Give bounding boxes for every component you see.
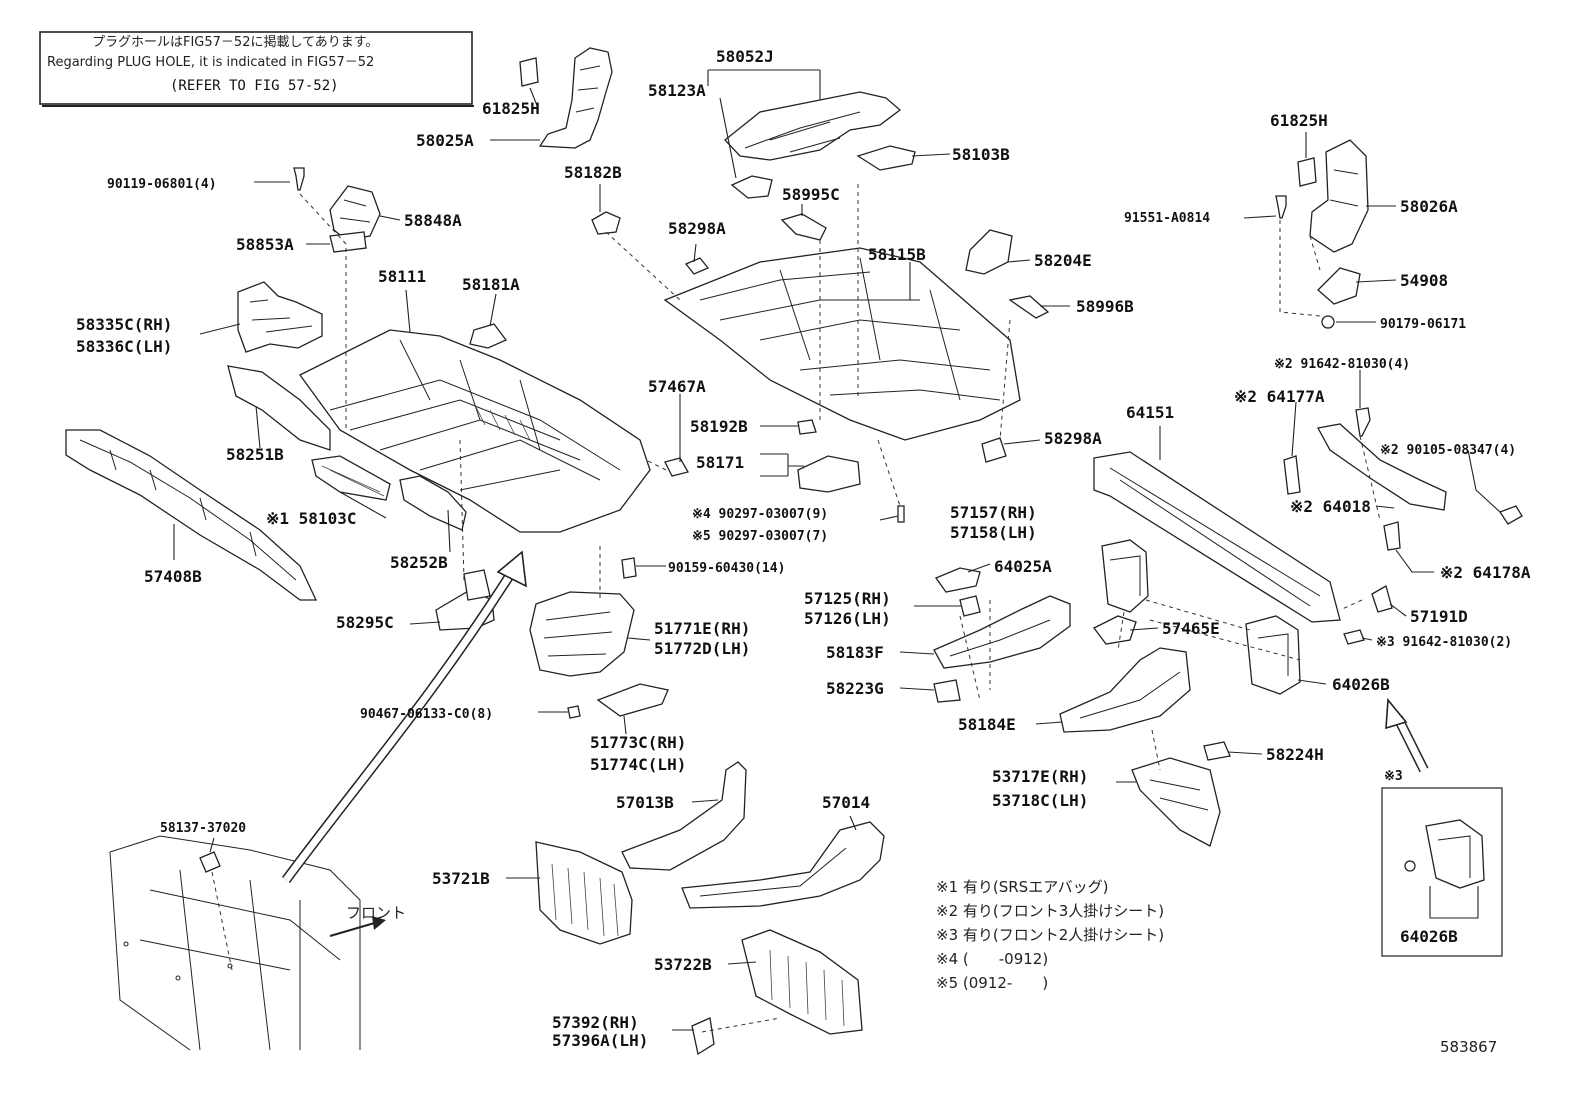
label-57392-rh: 57392(RH) [552,1013,639,1032]
label-58123A: 58123A [648,81,706,100]
label-58996B: 58996B [1076,297,1134,316]
label-53722B: 53722B [654,955,712,974]
label-57125-rh: 57125(RH) [804,589,891,608]
label-58298A-bottom: 58298A [1044,429,1102,448]
label-58181A: 58181A [462,275,520,294]
label-58336C-lh: 58336C(LH) [76,337,172,356]
label-64018: ※2 64018 [1290,497,1371,516]
label-57014: 57014 [822,793,870,812]
label-58025A: 58025A [416,131,474,150]
label-90179-06171: 90179-06171 [1380,317,1466,332]
part-labels: 61825H 58025A 58052J 58123A 58103B 58182… [76,47,1531,1050]
legend-note-3: ※3 有り(フロント2人掛けシート) [936,926,1164,944]
label-57467A: 57467A [648,377,706,396]
label-90159-60430: 90159-60430(14) [668,561,785,576]
label-90297-9: ※4 90297-03007(9) [692,507,828,522]
label-57191D: 57191D [1410,607,1468,626]
label-58137-37020: 58137-37020 [160,821,246,836]
label-58103C: ※1 58103C [266,509,356,528]
label-54908: 54908 [1400,271,1448,290]
label-57013B: 57013B [616,793,674,812]
legend-note-1: ※1 有り(SRSエアバッグ) [936,878,1108,896]
label-58192B: 58192B [690,417,748,436]
alignment-lines [211,184,1381,1033]
label-58295C: 58295C [336,613,394,632]
label-58052J: 58052J [716,47,774,66]
label-64178A: ※2 64178A [1440,563,1531,582]
label-64151: 64151 [1126,403,1174,422]
label-53718C-lh: 53718C(LH) [992,791,1088,810]
plug-hole-note: プラグホールはFIG57－52に掲載してあります。 Regarding PLUG… [39,31,474,107]
label-90105-08347: ※2 90105-08347(4) [1380,443,1516,458]
label-91642-81030-2: ※3 91642-81030(2) [1376,635,1512,650]
label-51772D-lh: 51772D(LH) [654,639,750,658]
label-57465E: 57465E [1162,619,1220,638]
label-58853A: 58853A [236,235,294,254]
label-58184E: 58184E [958,715,1016,734]
label-58223G: 58223G [826,679,884,698]
part-drawings [65,47,1523,1056]
footnote-legend: ※1 有り(SRSエアバッグ) ※2 有り(フロント3人掛けシート) ※3 有り… [936,878,1164,992]
label-64177A: ※2 64177A [1234,387,1325,406]
label-57157-rh: 57157(RH) [950,503,1037,522]
label-58115B: 58115B [868,245,926,264]
label-90297-7: ※5 90297-03007(7) [692,529,828,544]
label-90467-06133: 90467-06133-C0(8) [360,707,493,722]
figure-id: 583867 [1440,1038,1497,1056]
label-58251B: 58251B [226,445,284,464]
label-58995C: 58995C [782,185,840,204]
label-53721B: 53721B [432,869,490,888]
label-91642-81030-4: ※2 91642-81030(4) [1274,357,1410,372]
note-line-1: プラグホールはFIG57－52に掲載してあります。 [92,34,378,50]
label-58111: 58111 [378,267,426,286]
front-label: フロント [346,904,406,922]
label-91551-A0814: 91551-A0814 [1124,211,1210,226]
inset-box [1381,787,1503,957]
label-90119-06801: 90119-06801(4) [107,177,217,192]
label-51771E-rh: 51771E(RH) [654,619,750,638]
legend-note-2: ※2 有り(フロント3人掛けシート) [936,902,1164,920]
note-line-3: (REFER TO FIG 57-52) [170,78,339,94]
label-58182B: 58182B [564,163,622,182]
legend-note-4: ※4 ( -0912) [936,950,1048,968]
label-58026A: 58026A [1400,197,1458,216]
label-57126-lh: 57126(LH) [804,609,891,628]
label-51773C-rh: 51773C(RH) [590,733,686,752]
label-note-3-mark: ※3 [1384,769,1403,784]
direction-arrows [281,550,1429,937]
label-57396A-lh: 57396A(LH) [552,1031,648,1050]
label-57158-lh: 57158(LH) [950,523,1037,542]
label-58183F: 58183F [826,643,884,662]
legend-note-5: ※5 (0912- ) [936,974,1048,992]
label-58298A-top: 58298A [668,219,726,238]
label-58171: 58171 [696,453,744,472]
label-58224H: 58224H [1266,745,1324,764]
label-61825H-left: 61825H [482,99,540,118]
label-64026B-main: 64026B [1332,675,1390,694]
label-58335C-rh: 58335C(RH) [76,315,172,334]
note-line-2: Regarding PLUG HOLE, it is indicated in … [47,55,374,70]
label-58252B: 58252B [390,553,448,572]
label-61825H-right: 61825H [1270,111,1328,130]
label-51774C-lh: 51774C(LH) [590,755,686,774]
label-57408B: 57408B [144,567,202,586]
label-64025A: 64025A [994,557,1052,576]
label-58103B: 58103B [952,145,1010,164]
label-58204E: 58204E [1034,251,1092,270]
leader-lines [173,69,1501,1031]
label-58848A: 58848A [404,211,462,230]
label-53717E-rh: 53717E(RH) [992,767,1088,786]
label-64026B-inset: 64026B [1400,927,1458,946]
